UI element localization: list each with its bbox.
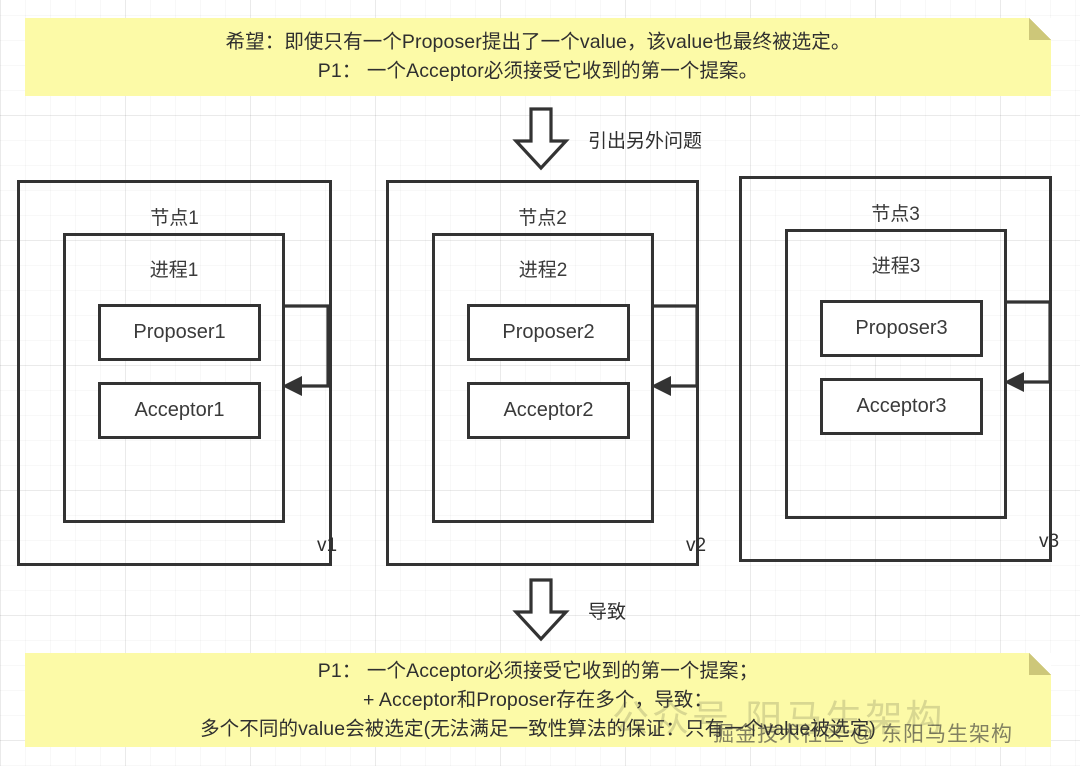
- down-arrow-icon: [512, 578, 570, 642]
- acceptor-box-1[interactable]: Acceptor1: [98, 382, 261, 439]
- proposer-box-1[interactable]: Proposer1: [98, 304, 261, 361]
- process-title-1: 进程1: [149, 260, 199, 281]
- value-connector-2: [651, 304, 699, 396]
- bottom-note-line-2: + Acceptor和Proposer存在多个，导致：: [362, 688, 713, 711]
- process-title-2: 进程2: [518, 260, 568, 281]
- value-connector-1: [282, 304, 330, 396]
- bottom-note: P1： 一个Acceptor必须接受它收到的第一个提案； + Acceptor和…: [25, 653, 1051, 747]
- flow-bottom-label: 导致: [588, 601, 627, 623]
- node-title-1: 节点1: [150, 208, 199, 229]
- acceptor-box-2[interactable]: Acceptor2: [467, 382, 630, 439]
- node-title-2: 节点2: [518, 208, 567, 229]
- top-note-line-2: P1： 一个Acceptor必须接受它收到的第一个提案。: [317, 60, 759, 82]
- node-box-3: 节点3 进程3 Proposer3 Acceptor3 v3: [739, 176, 1059, 562]
- note-fold-corner-icon: [1029, 18, 1051, 40]
- flow-top-label: 引出另外问题: [588, 130, 703, 152]
- node-title-3: 节点3: [871, 204, 920, 225]
- node-box-2: 节点2 进程2 Proposer2 Acceptor2 v2: [386, 180, 706, 566]
- bottom-note-line-1: P1： 一个Acceptor必须接受它收到的第一个提案；: [317, 659, 759, 682]
- note-fold-corner-icon: [1029, 653, 1051, 675]
- top-note-line-1: 希望：即使只有一个Proposer提出了一个value，该value也最终被选定…: [225, 31, 851, 53]
- acceptor-box-3[interactable]: Acceptor3: [820, 378, 983, 435]
- value-label-1: v1: [317, 535, 338, 556]
- flow-bottom: 导致: [512, 578, 626, 642]
- bottom-note-line-3: 多个不同的value会被选定(无法满足一致性算法的保证：只有一个value被选定…: [200, 717, 876, 740]
- process-box-2: 进程2 Proposer2 Acceptor2: [432, 233, 654, 523]
- value-connector-3: [1004, 300, 1052, 392]
- down-arrow-icon: [512, 107, 570, 171]
- top-note: 希望：即使只有一个Proposer提出了一个value，该value也最终被选定…: [25, 18, 1051, 96]
- flow-top: 引出另外问题: [512, 107, 702, 171]
- proposer-box-2[interactable]: Proposer2: [467, 304, 630, 361]
- proposer-box-3[interactable]: Proposer3: [820, 300, 983, 357]
- node-box-1: 节点1 进程1 Proposer1 Acceptor1 v1: [17, 180, 337, 566]
- process-title-3: 进程3: [871, 256, 921, 277]
- process-box-1: 进程1 Proposer1 Acceptor1: [63, 233, 285, 523]
- process-box-3: 进程3 Proposer3 Acceptor3: [785, 229, 1007, 519]
- value-label-3: v3: [1039, 531, 1060, 552]
- value-label-2: v2: [686, 535, 707, 556]
